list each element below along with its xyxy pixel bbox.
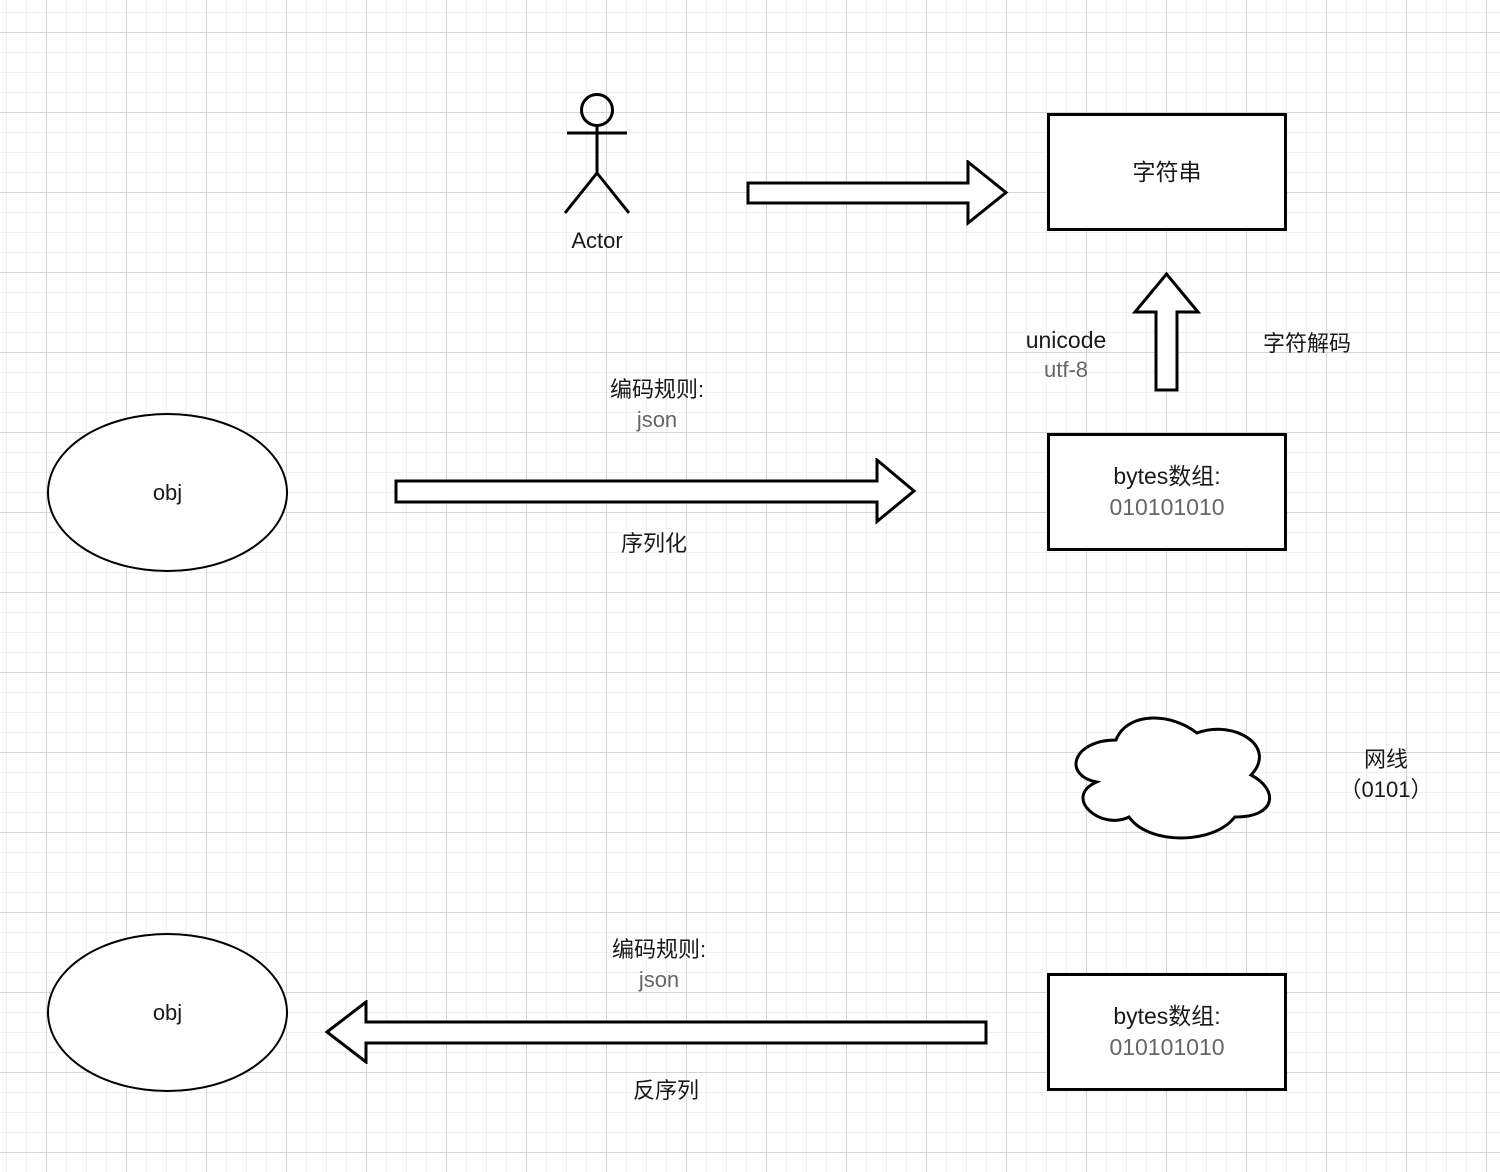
obj-top-label: obj [152,479,183,505]
deserialize-rule-title: 编码规则: [611,937,707,962]
obj-bottom-label: obj [152,999,183,1025]
serialize-rule-value: json [636,407,678,432]
obj-ellipse-top[interactable]: obj [47,413,288,572]
bytes-box-top-value: 010101010 [1109,494,1225,520]
deserialize-rule-value: json [638,967,680,992]
arrow-up-icon[interactable] [1130,270,1204,394]
network-label[interactable]: 网线 （0101） [1306,745,1466,805]
arrow-right-top-icon[interactable] [746,160,1010,226]
decode-rule[interactable]: unicode utf-8 [986,325,1146,385]
network-label-line2: （0101） [1339,777,1433,802]
serialize-rule[interactable]: 编码规则: json [577,375,737,435]
deserialize-label[interactable]: 反序列 [632,1078,699,1103]
bytes-box-bottom[interactable]: bytes数组: 010101010 [1047,973,1287,1091]
bytes-box-bottom-value: 010101010 [1109,1034,1225,1060]
cloud-icon[interactable] [1062,705,1278,845]
decode-rule-line2: utf-8 [1043,357,1089,382]
network-label-line1: 网线 [1363,747,1408,772]
serialize-label[interactable]: 序列化 [620,531,687,556]
bytes-box-top-title: bytes数组: [1113,463,1221,489]
string-box[interactable]: 字符串 [1047,113,1287,231]
bytes-box-top[interactable]: bytes数组: 010101010 [1047,433,1287,551]
actor-label: Actor [571,228,623,253]
arrow-left-deserialize-icon[interactable] [325,1000,989,1064]
decode-label[interactable]: 字符解码 [1262,331,1351,356]
decode-rule-line1: unicode [1025,327,1107,353]
obj-ellipse-bottom[interactable]: obj [47,933,288,1092]
actor-icon[interactable] [550,84,644,216]
serialize-rule-title: 编码规则: [609,377,705,402]
arrow-right-serialize-icon[interactable] [393,458,917,525]
deserialize-rule[interactable]: 编码规则: json [579,935,739,995]
string-box-label: 字符串 [1132,158,1202,185]
bytes-box-bottom-title: bytes数组: [1113,1003,1221,1029]
